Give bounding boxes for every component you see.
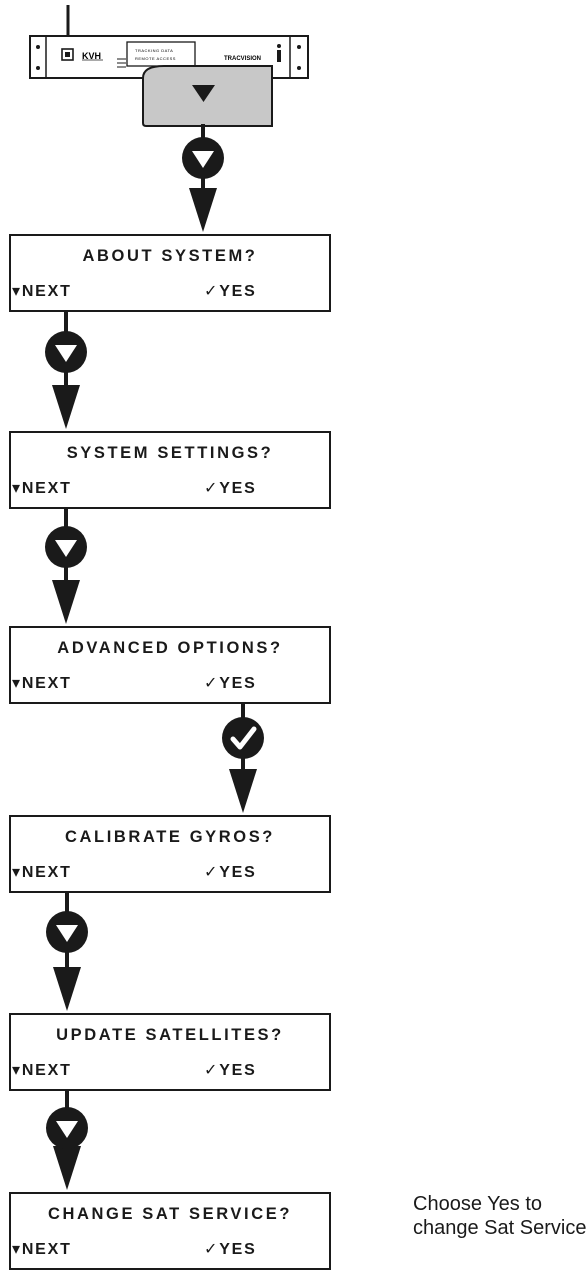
device-unit: KVH TRACKING DATA REMOTE ACCESS TRACVISI… — [29, 5, 309, 127]
yes-option[interactable]: ✓YES — [204, 675, 257, 692]
step-connector-5 — [46, 893, 88, 1011]
yes-option[interactable]: ✓YES — [204, 1241, 257, 1258]
step-connectors — [45, 124, 264, 1190]
front-display-line-2: REMOTE ACCESS — [135, 56, 176, 61]
checkmark-icon — [230, 726, 257, 750]
down-triangle-icon — [55, 345, 77, 362]
next-option[interactable]: ▾NEXT — [12, 675, 72, 692]
arrowhead-icon — [52, 580, 80, 624]
arrowhead-icon — [53, 967, 81, 1011]
screen-title: UPDATE SATELLITES? — [56, 1026, 284, 1044]
next-option[interactable]: ▾NEXT — [12, 480, 72, 497]
front-display — [126, 41, 196, 67]
step-connector-3 — [45, 509, 87, 624]
power-button-icon[interactable] — [61, 48, 74, 61]
arrowhead-icon — [229, 769, 257, 813]
lcd-screen-advanced-options: ADVANCED OPTIONS? ▾NEXT ✓YES — [9, 626, 331, 704]
arrowhead-icon — [52, 385, 80, 429]
arrowhead-icon — [189, 188, 217, 232]
yes-option[interactable]: ✓YES — [204, 283, 257, 300]
step-connector-2 — [45, 312, 87, 429]
front-display-line-1: TRACKING DATA — [135, 48, 173, 53]
lcd-screen-calibrate-gyros: CALIBRATE GYROS? ▾NEXT ✓YES — [9, 815, 331, 893]
lcd-screen-update-satellites: UPDATE SATELLITES? ▾NEXT ✓YES — [9, 1013, 331, 1091]
lcd-screen-change-sat-service: CHANGE SAT SERVICE? ▾NEXT ✓YES — [9, 1192, 331, 1270]
step-connector-6 — [46, 1091, 88, 1190]
tracvision-logo: TRACVISION — [224, 56, 261, 62]
next-option[interactable]: ▾NEXT — [12, 1062, 72, 1079]
down-triangle-icon — [192, 151, 214, 168]
step-badge — [222, 717, 264, 759]
brand-logo: KVH — [82, 51, 101, 61]
yes-option[interactable]: ✓YES — [204, 864, 257, 881]
screen-title: CALIBRATE GYROS? — [65, 828, 275, 846]
screen-title: ABOUT SYSTEM? — [82, 247, 258, 265]
next-option[interactable]: ▾NEXT — [12, 283, 72, 300]
instruction-note: Choose Yes to change Sat Service — [413, 1193, 587, 1239]
lcd-screen-about-system: ABOUT SYSTEM? ▾NEXT ✓YES — [9, 234, 331, 312]
down-triangle-icon — [55, 540, 77, 557]
next-option[interactable]: ▾NEXT — [12, 864, 72, 881]
info-button-icon[interactable] — [277, 50, 281, 62]
yes-option[interactable]: ✓YES — [204, 480, 257, 497]
screen-title: ADVANCED OPTIONS? — [57, 639, 283, 657]
screen-title: CHANGE SAT SERVICE? — [47, 1205, 293, 1223]
menu-button[interactable] — [142, 65, 273, 127]
down-arrow-button-icon — [192, 85, 215, 102]
lcd-screen-system-settings: SYSTEM SETTINGS? ▾NEXT ✓YES — [9, 431, 331, 509]
down-triangle-icon — [56, 1121, 78, 1138]
step-connector-1 — [182, 124, 224, 232]
yes-option[interactable]: ✓YES — [204, 1062, 257, 1079]
next-option[interactable]: ▾NEXT — [12, 1241, 72, 1258]
arrowhead-icon — [53, 1146, 81, 1190]
down-triangle-icon — [56, 925, 78, 942]
screen-title: SYSTEM SETTINGS? — [66, 444, 274, 462]
step-connector-4 — [222, 704, 264, 813]
